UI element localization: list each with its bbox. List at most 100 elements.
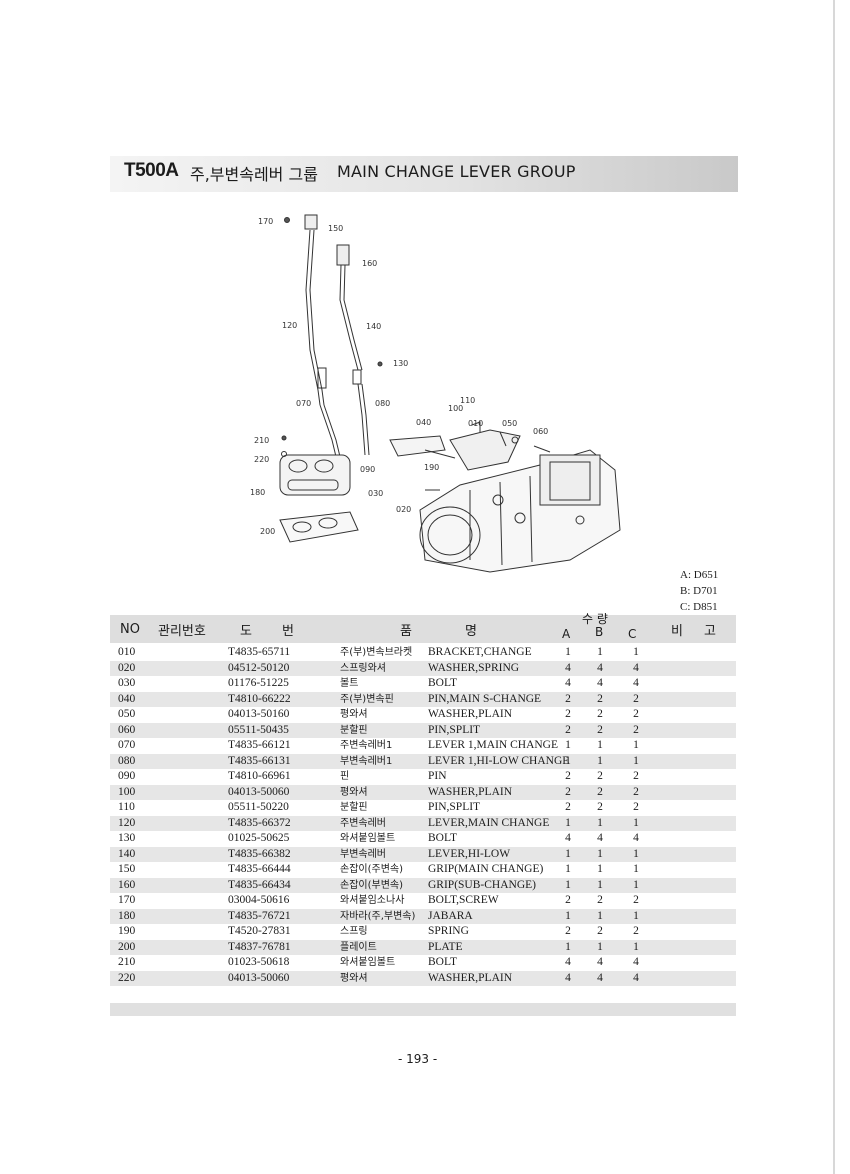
part-name-korean: 와셔붙임볼트 (340, 957, 396, 968)
part-name-english: WASHER,SPRING (428, 661, 520, 674)
part-name-english: LEVER 1,HI-LOW CHANGE (428, 754, 570, 767)
part-name-english: PIN,SPLIT (428, 801, 481, 813)
part-number: 01023-50618 (228, 956, 290, 968)
qty-a: 1 (565, 909, 571, 922)
svg-text:070: 070 (296, 399, 311, 408)
qty-a: 1 (565, 816, 571, 829)
qty-c: 2 (633, 785, 639, 798)
part-number: T4810-66961 (228, 770, 291, 782)
qty-b: 4 (597, 677, 603, 689)
qty-a: 2 (565, 801, 571, 813)
row-number: 200 (118, 940, 136, 953)
qty-a: 2 (565, 770, 571, 782)
part-name-english: WASHER,PLAIN (428, 971, 513, 984)
qty-c: 4 (633, 971, 639, 984)
part-number: 01176-51225 (228, 677, 289, 689)
row-number: 220 (118, 971, 136, 984)
row-number: 180 (118, 909, 136, 922)
svg-text:020: 020 (396, 505, 411, 514)
qty-a: 1 (565, 863, 571, 875)
row-number: 010 (118, 646, 136, 658)
part-number: T4835-76721 (228, 909, 291, 922)
qty-b: 2 (597, 801, 603, 813)
part-number: T4520-27831 (228, 925, 291, 937)
part-name-korean: 주(부)변속핀 (340, 693, 394, 705)
svg-text:140: 140 (366, 322, 381, 331)
part-number: 05511-50435 (228, 723, 289, 736)
qty-c: 2 (633, 708, 639, 720)
qty-b: 2 (597, 785, 603, 798)
header-qty-c: C (628, 627, 637, 641)
row-number: 070 (118, 739, 136, 751)
qty-a: 4 (565, 677, 571, 689)
part-number: T4835-66131 (228, 754, 291, 767)
part-name-korean: 볼트 (340, 678, 359, 689)
svg-text:120: 120 (282, 321, 297, 330)
svg-text:060: 060 (533, 427, 548, 436)
page-number: - 193 - (398, 1052, 438, 1066)
part-number: T4835-66372 (228, 816, 291, 829)
exploded-parts-diagram: 170 150 160 120 140 130 070 080 110 100 … (250, 214, 621, 573)
part-name-korean: 자바라(주,부변속) (340, 910, 416, 922)
part-name-english: WASHER,PLAIN (428, 708, 513, 720)
part-number: T4835-66121 (228, 739, 291, 751)
qty-c: 4 (633, 832, 639, 844)
qty-c: 2 (633, 723, 639, 736)
qty-c: 2 (633, 692, 639, 705)
part-name-korean: 와셔붙임볼트 (340, 833, 396, 844)
part-name-english: LEVER,HI-LOW (428, 847, 511, 860)
header-remarks-1: 비 (671, 624, 683, 639)
header-qty-a: A (562, 627, 571, 641)
qty-a: 2 (565, 894, 571, 906)
header-no: NO (120, 622, 140, 637)
page-edge (833, 0, 835, 1174)
qty-a: 1 (565, 739, 571, 751)
part-name-english: BOLT (428, 956, 457, 968)
svg-text:190: 190 (424, 463, 439, 472)
qty-a: 4 (565, 956, 571, 968)
model-variants: A: D651 B: D701 C: D851 (680, 567, 718, 615)
qty-a: 1 (565, 878, 571, 891)
qty-b: 1 (597, 940, 603, 953)
part-number: T4835-65711 (228, 646, 291, 658)
svg-text:100: 100 (448, 404, 463, 413)
qty-b: 1 (597, 878, 603, 891)
row-number: 060 (118, 723, 136, 736)
svg-text:010: 010 (468, 419, 483, 428)
qty-a: 2 (565, 785, 571, 798)
title-bar (110, 156, 738, 192)
part-number: T4835-66382 (228, 847, 291, 860)
part-name-korean: 부변속레버1 (340, 755, 393, 767)
qty-b: 4 (597, 832, 603, 844)
qty-c: 1 (633, 754, 639, 767)
qty-b: 4 (597, 956, 603, 968)
part-name-korean: 주변속레버1 (340, 740, 393, 751)
qty-c: 4 (633, 661, 639, 674)
qty-c: 1 (633, 909, 639, 922)
part-name-english: PLATE (428, 940, 463, 953)
part-number: 04013-50160 (228, 708, 290, 720)
part-name-korean: 손잡이(부변속) (340, 879, 404, 891)
qty-b: 2 (597, 925, 603, 937)
qty-a: 1 (565, 940, 571, 953)
part-name-korean: 평와셔 (340, 972, 368, 984)
part-name-korean: 주(부)변속브라켓 (340, 647, 413, 658)
header-mgmt-number: 관리번호 (158, 624, 206, 639)
table-row: 070 T4835-66121 주변속레버1 LEVER 1,MAIN CHANGE 1… (110, 738, 736, 754)
part-name-english: LEVER 1,MAIN CHANGE (428, 739, 559, 751)
header-quantity: 수 량 (582, 612, 608, 626)
qty-a: 1 (565, 754, 571, 767)
part-number: 05511-50220 (228, 801, 289, 813)
part-name-english: BRACKET,CHANGE (428, 646, 532, 658)
part-name-english: SPRING (428, 925, 469, 937)
header-item-2: 명 (465, 624, 477, 639)
qty-c: 1 (633, 646, 639, 658)
part-name-english: BOLT (428, 677, 457, 689)
